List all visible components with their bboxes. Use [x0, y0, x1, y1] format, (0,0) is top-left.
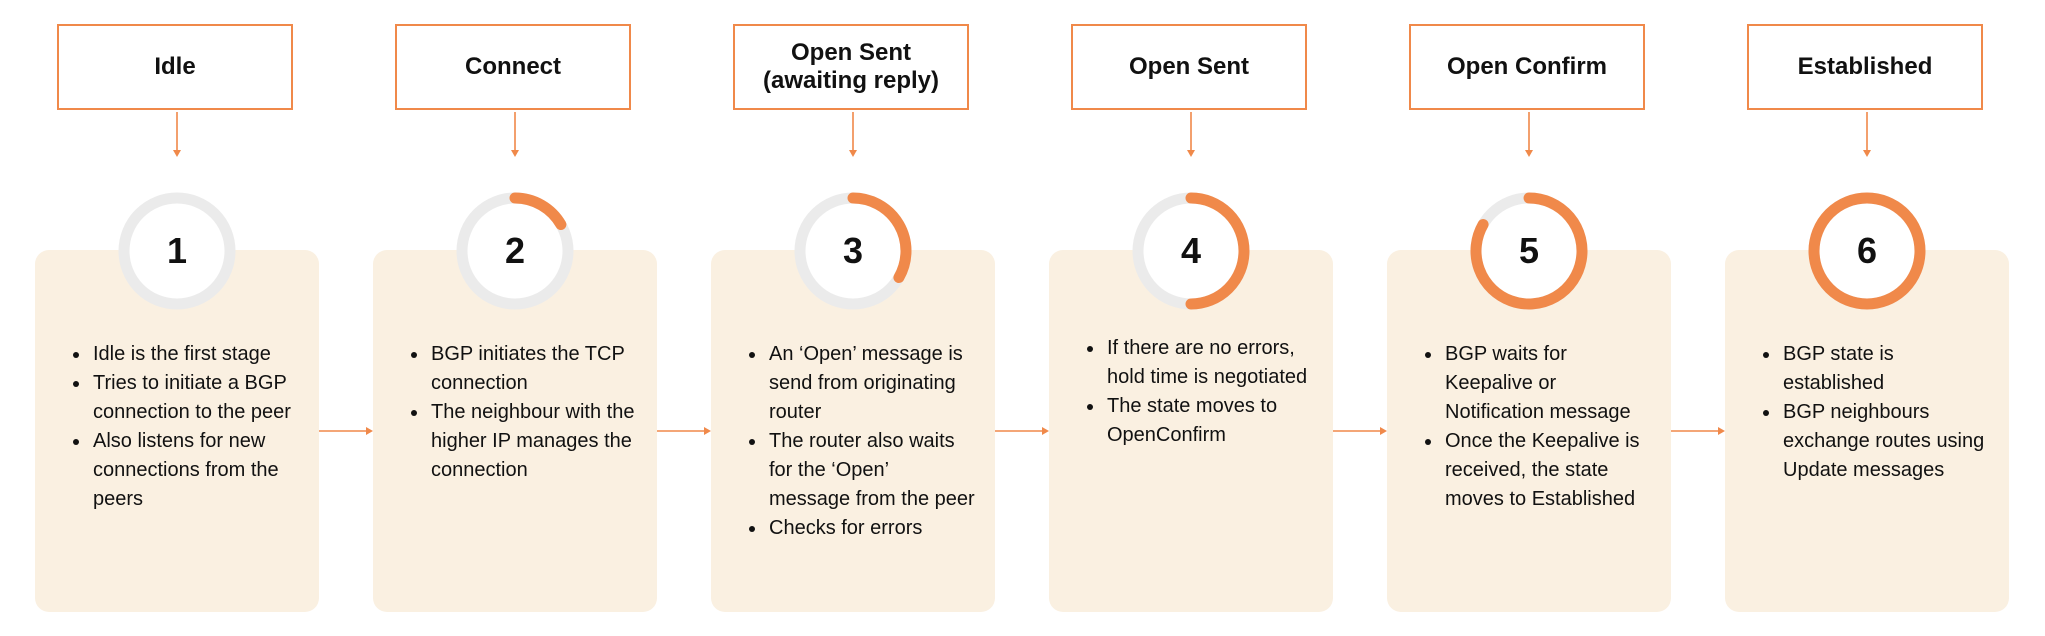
bullet-item: BGP state is established [1781, 340, 1989, 398]
progress-ring-6: 6 [1806, 190, 1928, 312]
progress-ring-5: 5 [1468, 190, 1590, 312]
down-arrow-head [511, 150, 519, 157]
right-arrow-head [1380, 427, 1387, 435]
bullet-item: If there are no errors, hold time is neg… [1105, 334, 1313, 392]
down-arrow-head [1525, 150, 1533, 157]
bullet-item: The neighbour with the higher IP manages… [429, 398, 637, 485]
bullet-item: BGP neighbours exchange routes using Upd… [1781, 398, 1989, 485]
down-arrow-head [1187, 150, 1195, 157]
ring-progress [847, 192, 912, 283]
ring-track [118, 192, 236, 310]
ring-progress [1185, 192, 1250, 310]
stage-title-established: Established [1747, 24, 1983, 110]
stage-title-open-sent-awaiting: Open Sent (awaiting reply) [733, 24, 969, 110]
progress-ring-4: 4 [1130, 190, 1252, 312]
stage-bullets: BGP state is established BGP neighbours … [1755, 340, 1989, 485]
bullet-item: Once the Keepalive is received, the stat… [1443, 427, 1651, 514]
ring-svg [1132, 192, 1250, 310]
stage-bullets: BGP initiates the TCP connection The nei… [403, 340, 637, 485]
bullet-item: An ‘Open’ message is send from originati… [767, 340, 975, 427]
stage-number: 1 [166, 230, 188, 271]
progress-ring-2: 2 [454, 190, 576, 312]
ring-progress [509, 192, 567, 231]
stage-number: 4 [1180, 230, 1202, 271]
down-arrow-head [173, 150, 181, 157]
right-arrow-head [366, 427, 373, 435]
bullet-item: Tries to initiate a BGP connection to th… [91, 369, 299, 427]
bullet-item: Also listens for new connections from th… [91, 427, 299, 514]
stage-number: 3 [842, 230, 864, 271]
bullet-item: BGP waits for Keepalive or Notification … [1443, 340, 1651, 427]
stage-number: 2 [504, 230, 526, 271]
progress-ring-1: 1 [116, 190, 238, 312]
bullet-item: BGP initiates the TCP connection [429, 340, 637, 398]
ring-svg [1808, 192, 1926, 310]
stage-bullets: If there are no errors, hold time is neg… [1079, 334, 1313, 450]
bullet-item: The router also waits for the ‘Open’ mes… [767, 427, 975, 514]
bullet-item: Idle is the first stage [91, 340, 299, 369]
right-arrow-head [1718, 427, 1725, 435]
ring-svg [1470, 192, 1588, 310]
right-arrow-head [704, 427, 711, 435]
stage-title-open-sent: Open Sent [1071, 24, 1307, 110]
stage-bullets: BGP waits for Keepalive or Notification … [1417, 340, 1651, 514]
ring-svg [118, 192, 236, 310]
ring-svg [794, 192, 912, 310]
stage-number: 6 [1856, 230, 1878, 271]
stage-title-idle: Idle [57, 24, 293, 110]
ring-svg [456, 192, 574, 310]
stage-card-idle: Idle is the first stage Tries to initiat… [35, 250, 319, 612]
bullet-item: The state moves to OpenConfirm [1105, 392, 1313, 450]
stage-card-established: BGP state is established BGP neighbours … [1725, 250, 2009, 612]
stage-card-open-confirm: BGP waits for Keepalive or Notification … [1387, 250, 1671, 612]
ring-progress [1470, 192, 1588, 310]
stage-title-connect: Connect [395, 24, 631, 110]
stage-card-connect: BGP initiates the TCP connection The nei… [373, 250, 657, 612]
stage-card-open-sent-awaiting: An ‘Open’ message is send from originati… [711, 250, 995, 612]
ring-progress [1808, 192, 1926, 310]
down-arrow-head [849, 150, 857, 157]
bullet-item: Checks for errors [767, 514, 975, 543]
stage-bullets: An ‘Open’ message is send from originati… [741, 340, 975, 543]
stage-number: 5 [1518, 230, 1540, 271]
stage-bullets: Idle is the first stage Tries to initiat… [65, 340, 299, 514]
down-arrow-head [1863, 150, 1871, 157]
right-arrow-head [1042, 427, 1049, 435]
stage-card-open-sent: If there are no errors, hold time is neg… [1049, 250, 1333, 612]
progress-ring-3: 3 [792, 190, 914, 312]
stage-title-open-confirm: Open Confirm [1409, 24, 1645, 110]
